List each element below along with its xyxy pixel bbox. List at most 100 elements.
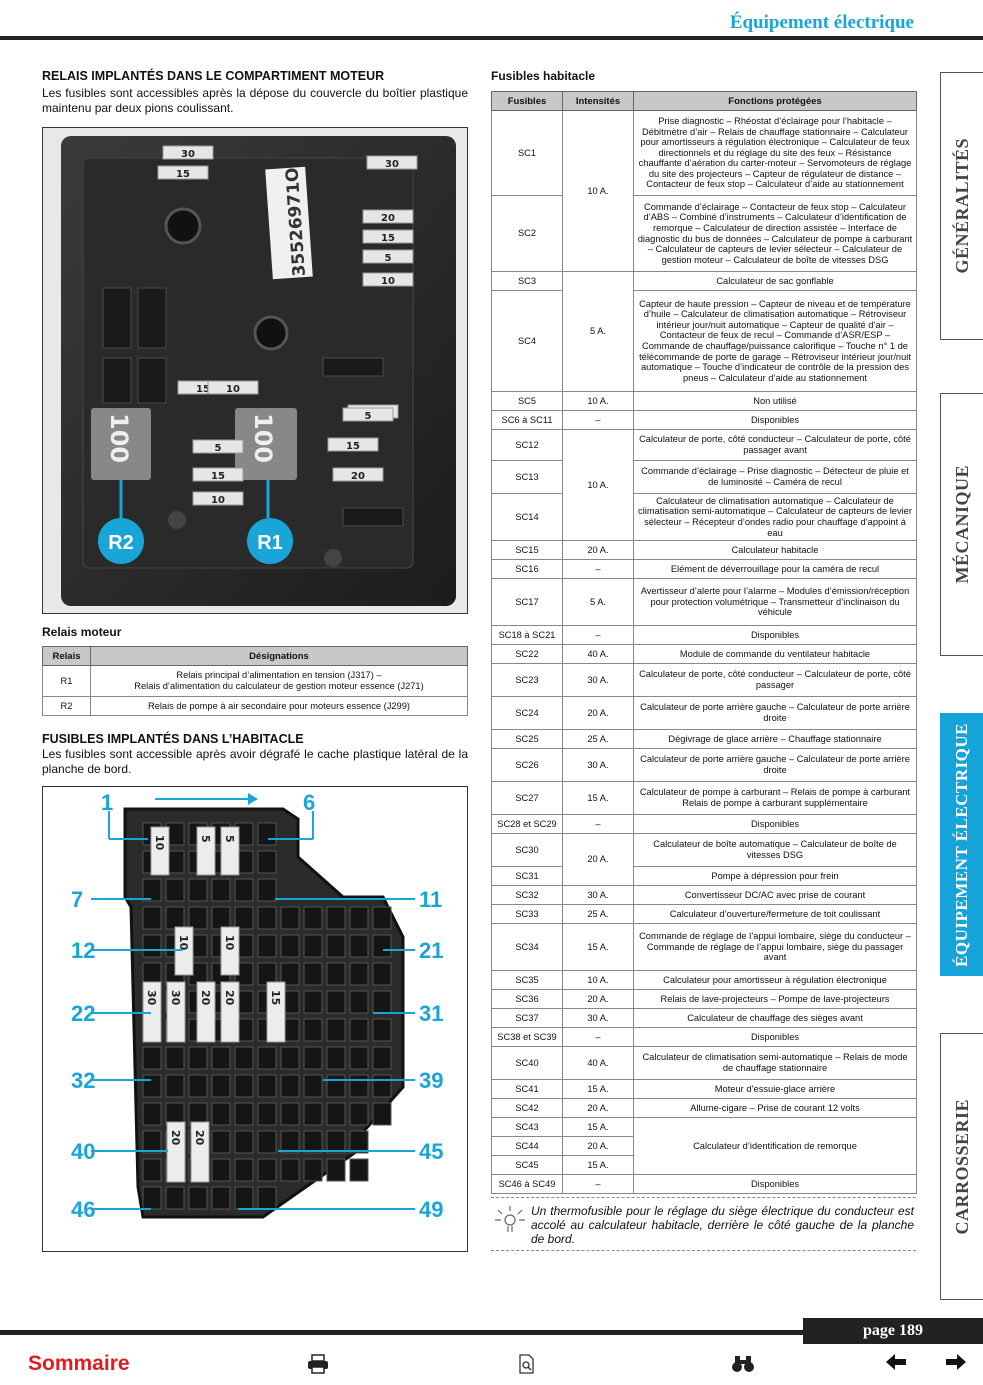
sec2-title: FUSIBLES IMPLANTÉS DANS L’HABITACLE bbox=[42, 732, 304, 746]
label-r2: R2 bbox=[108, 532, 134, 554]
search-page-icon[interactable] bbox=[518, 1354, 536, 1380]
fuse-intensity: 15 A. bbox=[562, 1079, 634, 1099]
fuse-slot bbox=[303, 1046, 323, 1070]
fuse-id: SC38 et SC39 bbox=[491, 1027, 563, 1047]
fuse-slot bbox=[303, 1130, 323, 1154]
cabin-fuse-label: 30 bbox=[145, 990, 158, 1006]
fuse-function: Calculateur d’identification de remorque bbox=[633, 1117, 917, 1175]
fuse-slot bbox=[188, 1186, 208, 1210]
fuse-slot bbox=[372, 1102, 392, 1126]
fuse-intensity: 5 A. bbox=[562, 578, 634, 626]
fuse-intensity: 40 A. bbox=[562, 1046, 634, 1080]
fuse-slot bbox=[142, 906, 162, 930]
fuse-id: SC14 bbox=[491, 493, 563, 541]
cabin-fuse-label: 20 bbox=[193, 1130, 206, 1146]
fuse-intensity: 25 A. bbox=[562, 904, 634, 924]
photo-fuse-label: 10 bbox=[226, 384, 240, 395]
fuse-slot bbox=[257, 1158, 277, 1182]
arrow-right-icon[interactable] bbox=[946, 1354, 966, 1376]
fuse-intensity: 20 A. bbox=[562, 989, 634, 1009]
fuse-slot bbox=[280, 1102, 300, 1126]
cabin-fuse bbox=[220, 981, 240, 1043]
callout-left: 1 bbox=[101, 790, 113, 815]
fuse-slot bbox=[372, 1018, 392, 1042]
fuse-function: Calculateur d’ouverture/fermeture de toi… bbox=[633, 904, 917, 924]
engine-fusebox-photo: 35526971O 100 100 3015302015515510515520… bbox=[42, 127, 468, 614]
fuse-slot bbox=[349, 1074, 369, 1098]
fuse-slot bbox=[234, 906, 254, 930]
fuse-intensity: 15 A. bbox=[562, 1117, 634, 1137]
fuse-function: Calculateur pour amortisseur à régulatio… bbox=[633, 970, 917, 990]
photo-fuse bbox=[362, 272, 414, 287]
fuse-slot bbox=[372, 906, 392, 930]
fuse-id: SC17 bbox=[491, 578, 563, 626]
fuse-id: SC13 bbox=[491, 460, 563, 494]
fuse-slot bbox=[142, 878, 162, 902]
fuse-slot bbox=[188, 1074, 208, 1098]
side-tab-0[interactable]: GÉNÉRALITÉS bbox=[940, 72, 983, 340]
sommaire-link[interactable]: Sommaire bbox=[28, 1352, 130, 1375]
fuse-id: SC26 bbox=[491, 748, 563, 782]
binoculars-icon[interactable] bbox=[731, 1354, 755, 1380]
fuse-intensity: 15 A. bbox=[562, 781, 634, 815]
fuse-slot bbox=[326, 990, 346, 1014]
fuse-function: Commande de réglage de l’appui lombaire,… bbox=[633, 923, 917, 971]
relay-r2-text: 100 bbox=[105, 413, 133, 463]
fuse-function: Pompe à dépression pour frein bbox=[633, 866, 917, 886]
fuse-id: SC2 bbox=[491, 195, 563, 272]
arrow-left-icon[interactable] bbox=[886, 1354, 906, 1376]
photo-fuse bbox=[327, 437, 379, 452]
print-icon[interactable] bbox=[307, 1354, 329, 1380]
col-fonctions: Fonctions protégées bbox=[633, 91, 917, 111]
fuse-function: Calculateur de chauffage des sièges avan… bbox=[633, 1008, 917, 1028]
fuse-slot bbox=[165, 1074, 185, 1098]
fuse-id: SC45 bbox=[491, 1155, 563, 1175]
cabin-fuse bbox=[196, 826, 216, 876]
fuse-intensity: 10 A. bbox=[562, 970, 634, 990]
fuse-slot bbox=[326, 1018, 346, 1042]
photo-fuse bbox=[362, 209, 414, 224]
fuse-id: SC27 bbox=[491, 781, 563, 815]
photo-fuse bbox=[332, 467, 384, 482]
fuse-slot bbox=[303, 1074, 323, 1098]
side-tab-1[interactable]: MÉCANIQUE bbox=[940, 393, 983, 656]
callout-right: 6 bbox=[303, 790, 315, 815]
photo-fuse-label: 30 bbox=[385, 159, 399, 170]
fuse-slot bbox=[303, 1158, 323, 1182]
fuse-slot bbox=[349, 1102, 369, 1126]
fuse-id: SC28 et SC29 bbox=[491, 814, 563, 834]
side-tab-2[interactable]: ÉQUIPEMENT ÉLECTRIQUE bbox=[940, 713, 983, 976]
fuse-slot bbox=[142, 1046, 162, 1070]
fuse-slot bbox=[326, 1158, 346, 1182]
footer-rule bbox=[0, 1330, 983, 1335]
fuse-slot bbox=[372, 1046, 392, 1070]
fuse-intensity: 40 A. bbox=[562, 644, 634, 664]
fuse-slot bbox=[211, 1046, 231, 1070]
cabin-fuse-label: 20 bbox=[199, 990, 212, 1006]
photo-fuse-label: 20 bbox=[381, 213, 395, 224]
fuse-slot bbox=[372, 934, 392, 958]
col-relais: Relais bbox=[42, 646, 91, 666]
cabin-fuse-label: 10 bbox=[177, 935, 190, 951]
relay-r1-text: 100 bbox=[249, 413, 277, 463]
fuse-slot bbox=[211, 1074, 231, 1098]
side-tab-3[interactable]: CARROSSERIE bbox=[940, 1033, 983, 1300]
fuse-slot bbox=[257, 1102, 277, 1126]
fuse-slot bbox=[326, 962, 346, 986]
table-row: SC6 à SC11–Disponibles bbox=[491, 410, 917, 430]
cabin-fuse-label: 20 bbox=[223, 990, 236, 1006]
fuse-function: Calculateur de porte, côté conducteur – … bbox=[633, 429, 917, 461]
